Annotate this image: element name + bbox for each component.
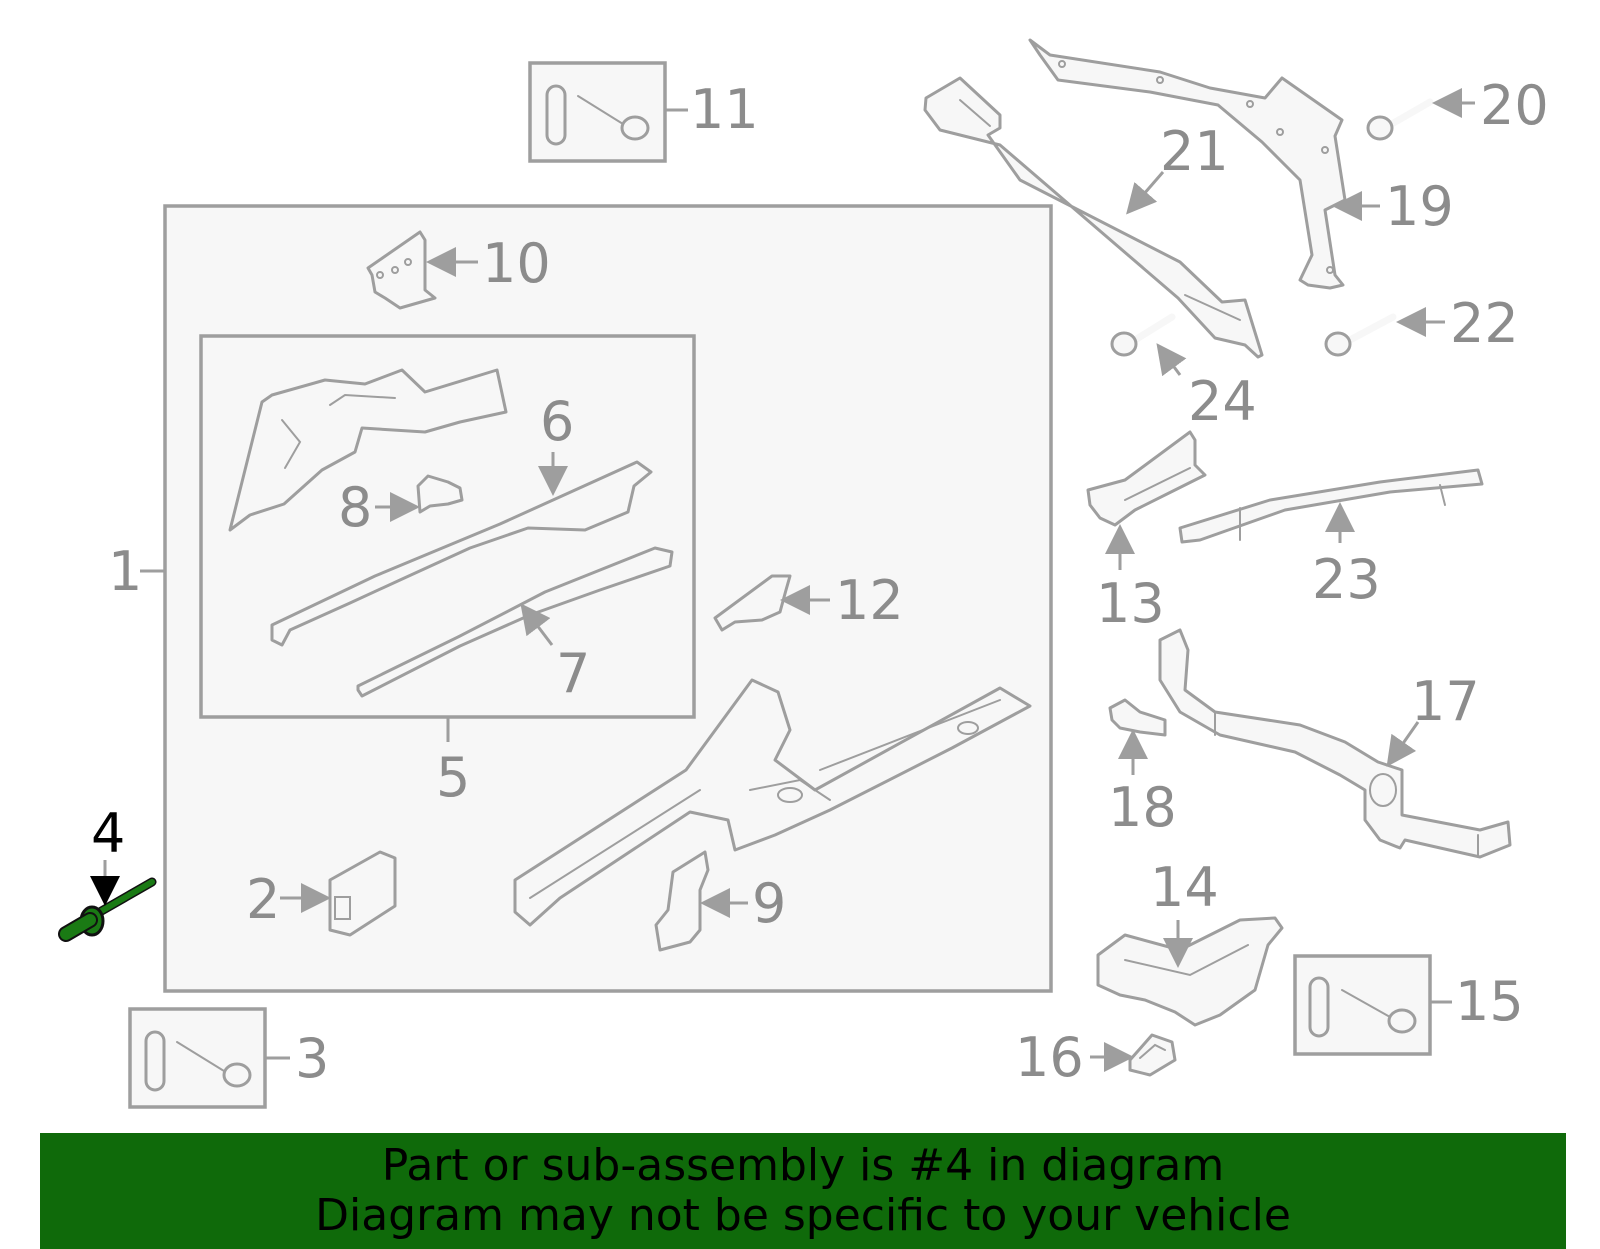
callout-7[interactable]: 7	[556, 642, 590, 705]
part-13-bracket	[1086, 430, 1207, 527]
callout-2[interactable]: 2	[246, 868, 280, 931]
callout-6[interactable]: 6	[540, 390, 574, 453]
callout-17[interactable]: 17	[1411, 670, 1480, 733]
callout-14[interactable]: 14	[1150, 856, 1219, 919]
banner-line-1: Part or sub-assembly is #4 in diagram	[381, 1140, 1225, 1191]
callout-18[interactable]: 18	[1108, 776, 1177, 839]
part-18-clip	[1108, 698, 1167, 737]
callout-12[interactable]: 12	[835, 569, 904, 632]
callout-1[interactable]: 1	[108, 540, 142, 603]
callout-15[interactable]: 15	[1455, 970, 1524, 1033]
callout-8[interactable]: 8	[338, 476, 372, 539]
part-17-rail	[1158, 628, 1512, 859]
callout-19[interactable]: 19	[1385, 175, 1454, 238]
callout-5[interactable]: 5	[436, 746, 470, 809]
part-4-highlighted[interactable]	[58, 877, 157, 942]
callout-4[interactable]: 4	[91, 802, 125, 865]
callout-23[interactable]: 23	[1312, 548, 1381, 611]
callout-3[interactable]: 3	[295, 1027, 329, 1090]
callout-10[interactable]: 10	[482, 232, 551, 295]
part-7-rail	[356, 546, 674, 698]
part-19-support	[1028, 38, 1347, 290]
callout-16[interactable]: 16	[1015, 1026, 1084, 1089]
part-23-rail	[1178, 468, 1484, 544]
part-16-grommet	[1128, 1033, 1177, 1077]
front-frame-rail	[513, 678, 1032, 927]
part-8-clip	[416, 474, 464, 514]
part-14-bracket	[1096, 916, 1284, 1027]
part-24-bolt	[1110, 313, 1176, 357]
callout-21[interactable]: 21	[1160, 120, 1229, 183]
callout-24[interactable]: 24	[1188, 370, 1257, 433]
part-10-bracket	[366, 230, 437, 310]
part-6-rail	[270, 460, 653, 647]
callout-11[interactable]: 11	[690, 78, 759, 141]
callout-20[interactable]: 20	[1480, 74, 1549, 137]
callout-22[interactable]: 22	[1450, 292, 1519, 355]
callout-13[interactable]: 13	[1096, 572, 1165, 635]
part-21-crossmember	[923, 76, 1264, 359]
callout-9[interactable]: 9	[752, 872, 786, 935]
banner-line-2: Diagram may not be specific to your vehi…	[315, 1190, 1291, 1241]
part-22-bolt	[1324, 313, 1397, 357]
part-9-bracket	[654, 850, 710, 952]
upper-apron-bracket	[228, 368, 508, 532]
part-20-bolt	[1366, 98, 1434, 141]
info-banner: Part or sub-assembly is #4 in diagram Di…	[40, 1133, 1566, 1249]
part-2-cap	[328, 850, 397, 937]
